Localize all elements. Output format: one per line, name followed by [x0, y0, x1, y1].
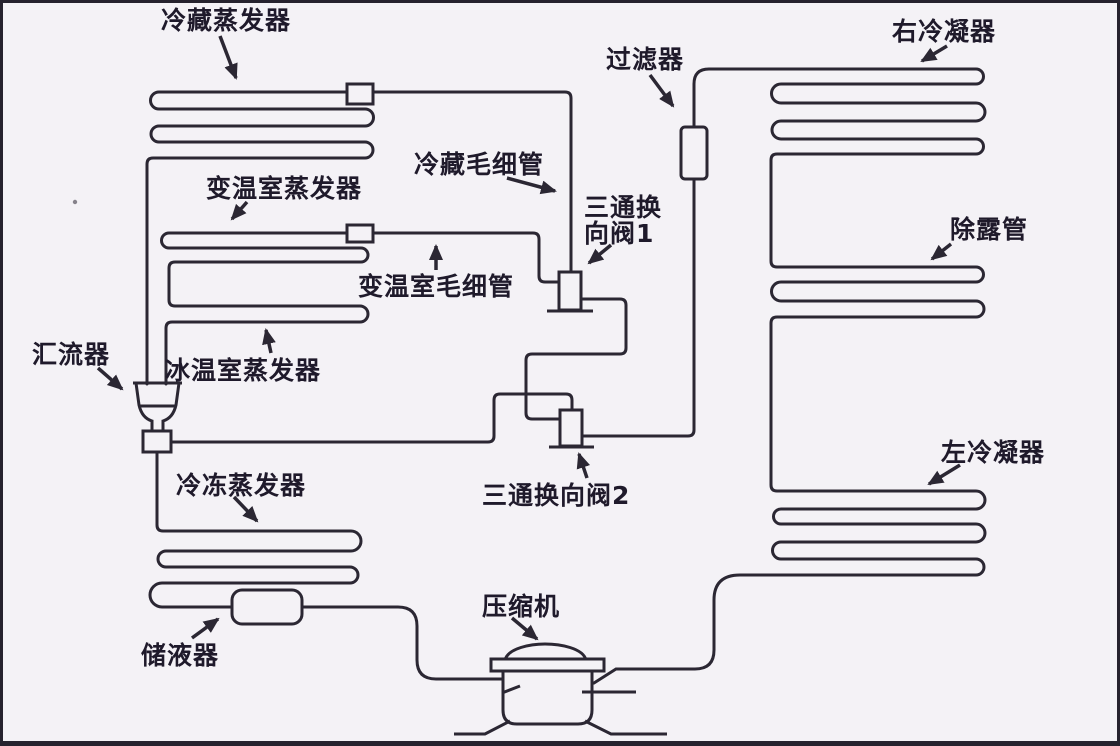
three-way-valve-2-body: [558, 408, 584, 448]
compressor-ports: [501, 684, 636, 695]
stray-ink-dot: [72, 199, 78, 205]
fridge-evaporator-arrow: [218, 35, 238, 80]
fridge-evaporator-label: 冷藏蒸发器: [161, 6, 291, 35]
ice-temp-evaporator-arrow: [262, 328, 276, 354]
left-condenser-label: 左冷凝器: [941, 438, 1045, 467]
fridge-capillary-label: 冷藏毛细管: [414, 150, 544, 179]
fridge-capillary-arrow: [506, 176, 557, 195]
filter-label: 过滤器: [606, 45, 684, 74]
compressor-label: 压缩机: [482, 592, 560, 621]
pipes: [145, 67, 987, 685]
compressor-body: [501, 670, 594, 726]
var-temp-evaporator-fitting: [345, 223, 375, 244]
dew-pipe-label: 除露管: [950, 215, 1028, 244]
refrigeration-diagram: 冷藏蒸发器 过滤器 右冷凝器 冷藏毛细管 三通换 向阀1 变温室蒸发器 变温室毛…: [32, 6, 1045, 736]
compressor-rim: [489, 657, 606, 673]
compressor-feet: [454, 719, 667, 736]
freezer-evaporator-coil: [148, 450, 504, 681]
valve1-to-valve2-line: [524, 297, 628, 421]
fridge-evaporator-fitting: [345, 82, 375, 106]
var-temp-evaporator-arrow: [230, 200, 249, 221]
compressor-dome: [503, 642, 588, 661]
collector-junction: [141, 429, 173, 454]
three-way-valve-1-arrow: [587, 243, 613, 265]
compressor-arrow: [510, 616, 539, 641]
ice-temp-evaporator-label: 冰温室蒸发器: [165, 356, 321, 385]
var-temp-and-ice-temp-coils: [160, 231, 561, 386]
condenser-circuit: [592, 67, 987, 685]
three-way-valve-2-arrow: [576, 452, 591, 479]
fridge-evaporator-coil: [145, 90, 573, 386]
right-condenser-label: 右冷凝器: [892, 17, 996, 46]
three-way-valve-1-label-line2: 向阀1: [584, 219, 654, 248]
freezer-evaporator-label: 冷冻蒸发器: [176, 471, 306, 500]
components: [133, 82, 709, 736]
three-way-valve-2-label: 三通换向阀2: [482, 481, 630, 510]
left-condenser-arrow: [927, 463, 961, 486]
var-temp-evaporator-label: 变温室蒸发器: [206, 174, 362, 203]
filter-body: [679, 125, 709, 181]
filter-arrow: [648, 73, 675, 108]
filter-to-valve2-line: [580, 177, 696, 438]
collector-to-valve2-line: [169, 392, 574, 444]
three-way-valve-1-body: [557, 270, 583, 312]
freezer-evaporator-arrow: [232, 495, 259, 523]
collector-arrow: [96, 366, 124, 391]
accumulator-label: 储液器: [141, 641, 219, 670]
collector-funnel: [133, 381, 182, 431]
collector-label: 汇流器: [32, 340, 110, 369]
three-way-valve-1-label-line1: 三通换: [584, 193, 662, 222]
accumulator-body: [230, 588, 304, 626]
var-temp-capillary-label: 变温室毛细管: [358, 272, 514, 301]
annotations: 冷藏蒸发器 过滤器 右冷凝器 冷藏毛细管 三通换 向阀1 变温室蒸发器 变温室毛…: [32, 6, 1045, 670]
right-condenser-arrow: [920, 44, 948, 63]
dew-pipe-arrow: [930, 242, 953, 261]
accumulator-arrow: [190, 617, 220, 640]
